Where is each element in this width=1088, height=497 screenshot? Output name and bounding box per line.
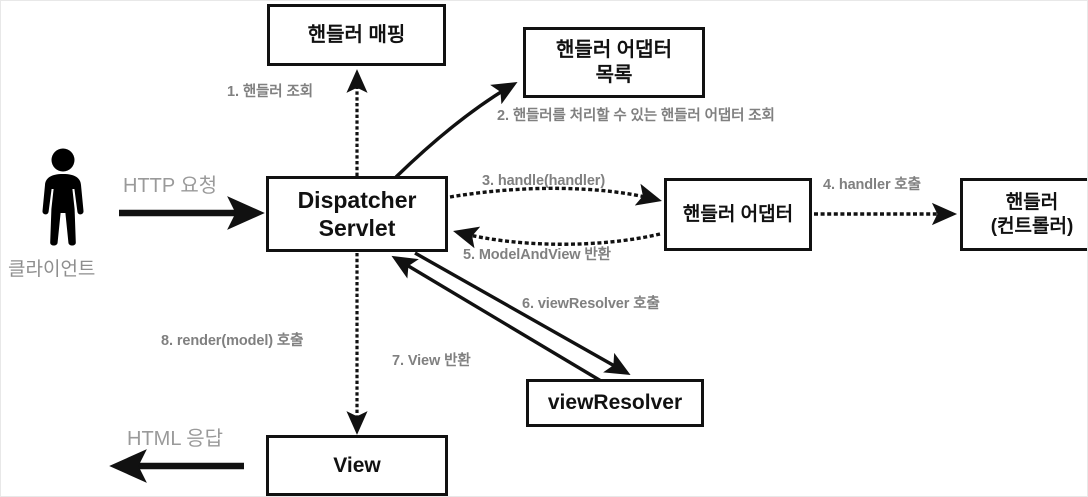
node-view-resolver-label: viewResolver [547,391,683,415]
node-dispatcher-servlet-label: Dispatcher Servlet [297,186,417,241]
edge-label-step2: 2. 핸들러를 처리할 수 있는 핸들러 어댑터 조회 [497,108,775,124]
node-handler-controller-label: 핸들러 (컨트롤러) [990,192,1074,237]
node-view-label: View [333,453,381,477]
node-view-resolver[interactable]: viewResolver [526,379,704,427]
edge-3-handle-handler [449,183,662,206]
node-handler-adapter-list[interactable]: 핸들러 어댑터 목록 [523,27,705,98]
client-label: 클라이언트 [8,259,96,280]
node-handler-controller[interactable]: 핸들러 (컨트롤러) [960,178,1087,251]
edge-7-view-return [391,255,602,383]
edge-label-http-response: HTML 응답 [127,428,224,450]
edge-label-step8: 8. render(model) 호출 [161,333,304,349]
node-handler-mapping[interactable]: 핸들러 매핑 [267,4,446,66]
edge-label-step1: 1. 핸들러 조회 [227,84,313,100]
node-handler-adapter-label: 핸들러 어댑터 [682,203,794,225]
node-dispatcher-servlet[interactable]: Dispatcher Servlet [266,176,448,252]
edge-label-step5: 5. ModelAndView 반환 [463,247,611,263]
client-actor [35,147,91,247]
node-view[interactable]: View [266,435,448,496]
edge-5-modelandview-return [453,226,661,249]
edge-2-adapter-lookup [394,81,518,179]
edge-label-step6: 6. viewResolver 호출 [522,296,660,312]
edge-label-step7: 7. View 반환 [392,353,471,369]
edge-label-step4: 4. handler 호출 [823,177,921,193]
edge-label-http-request: HTTP 요청 [123,175,218,197]
edge-label-step3: 3. handle(handler) [482,173,606,189]
node-handler-adapter[interactable]: 핸들러 어댑터 [664,178,812,251]
node-handler-mapping-label: 핸들러 매핑 [307,23,406,46]
edge-6-viewresolver-invoke [414,251,631,376]
person-icon [42,148,84,246]
node-handler-adapter-list-label: 핸들러 어댑터 목록 [556,39,672,86]
